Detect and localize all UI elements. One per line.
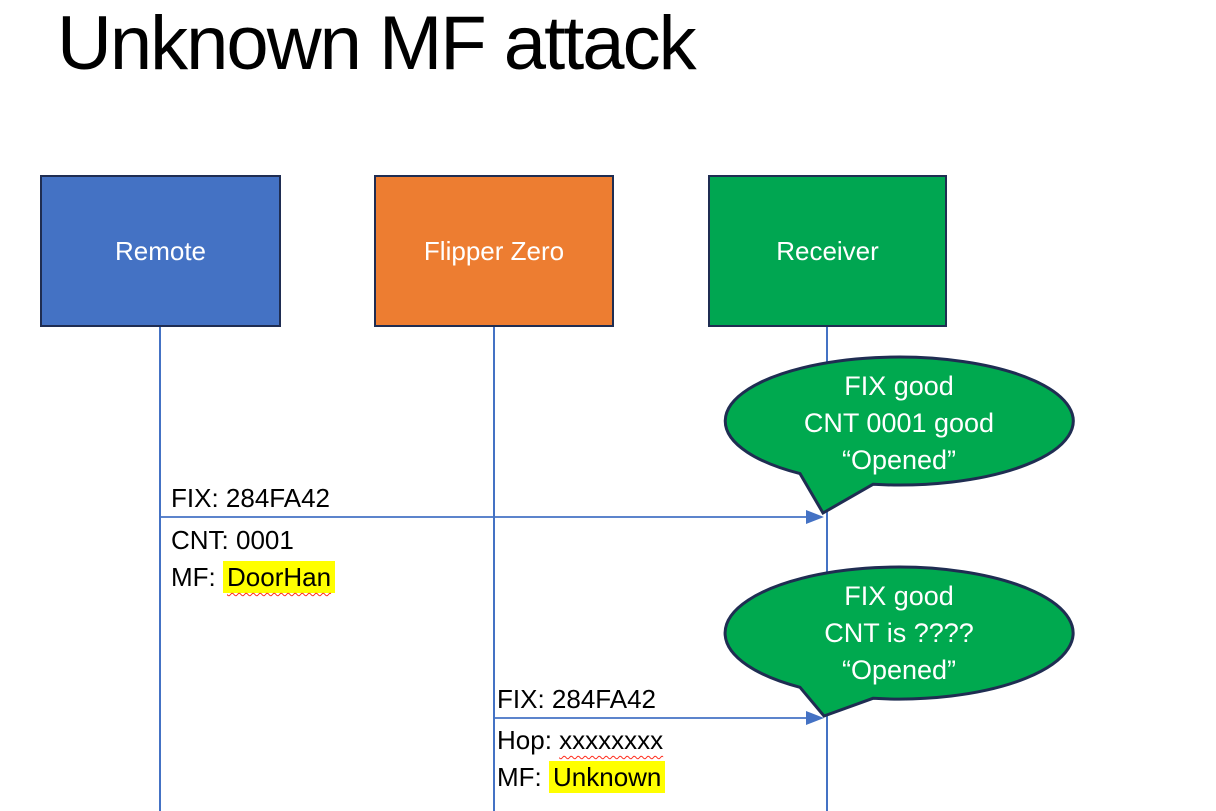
message1-mf-value-highlighted: DoorHan — [223, 561, 336, 593]
actor-label-remote: Remote — [114, 235, 207, 266]
message-arrowhead-1 — [806, 510, 824, 524]
message1-cnt-prefix: CNT: — [171, 525, 229, 555]
actor-box-flipper-zero: Flipper Zero — [374, 175, 614, 327]
message1-mf-prefix: MF: — [171, 562, 216, 592]
actor-label-flipper-zero: Flipper Zero — [423, 235, 565, 266]
callout1-line2: CNT 0001 good — [803, 408, 995, 438]
message2-label-above: FIX: 284FA42 — [497, 681, 656, 718]
callout-bubble-2 — [723, 565, 1075, 718]
actor-box-receiver: Receiver — [708, 175, 947, 327]
callout2-text: FIX good CNT is ???? “Opened” — [725, 578, 1073, 689]
message1-labels-below: CNT: 0001 MF: DoorHan — [171, 522, 336, 596]
message1-cnt-value: 0001 — [236, 525, 294, 555]
page-title: Unknown MF attack — [57, 1, 697, 86]
actor-box-remote: Remote — [40, 175, 281, 327]
message2-fix-label: FIX: 284FA42 — [497, 684, 656, 714]
callout2-line3: “Opened” — [841, 655, 957, 685]
message2-hop-value-squiggled: xxxxxxxx — [559, 725, 664, 755]
callout1-line1: FIX good — [844, 371, 954, 401]
message2-mf-row: MF: Unknown — [497, 759, 666, 796]
callout-bubble-1 — [723, 355, 1075, 516]
message2-hop-prefix: Hop: — [497, 725, 552, 755]
message1-fix-label: FIX: 284FA42 — [171, 483, 330, 513]
callout2-line1: FIX good — [844, 581, 954, 611]
callout1-line3: “Opened” — [841, 445, 957, 475]
callout1-text: FIX good CNT 0001 good “Opened” — [725, 368, 1073, 479]
message1-cnt-row: CNT: 0001 — [171, 522, 335, 559]
message2-mf-value-highlighted: Unknown — [549, 761, 666, 793]
callout2-line2: CNT is ???? — [824, 618, 974, 648]
message2-hop-row: Hop: xxxxxxxx — [497, 722, 665, 759]
message2-labels-below: Hop: xxxxxxxx MF: Unknown — [497, 722, 666, 796]
message1-mf-row: MF: DoorHan — [171, 559, 336, 596]
message1-label-above: FIX: 284FA42 — [171, 480, 330, 517]
message-arrowhead-2 — [806, 711, 824, 725]
actor-label-receiver: Receiver — [776, 235, 879, 266]
message2-mf-prefix: MF: — [497, 762, 542, 792]
